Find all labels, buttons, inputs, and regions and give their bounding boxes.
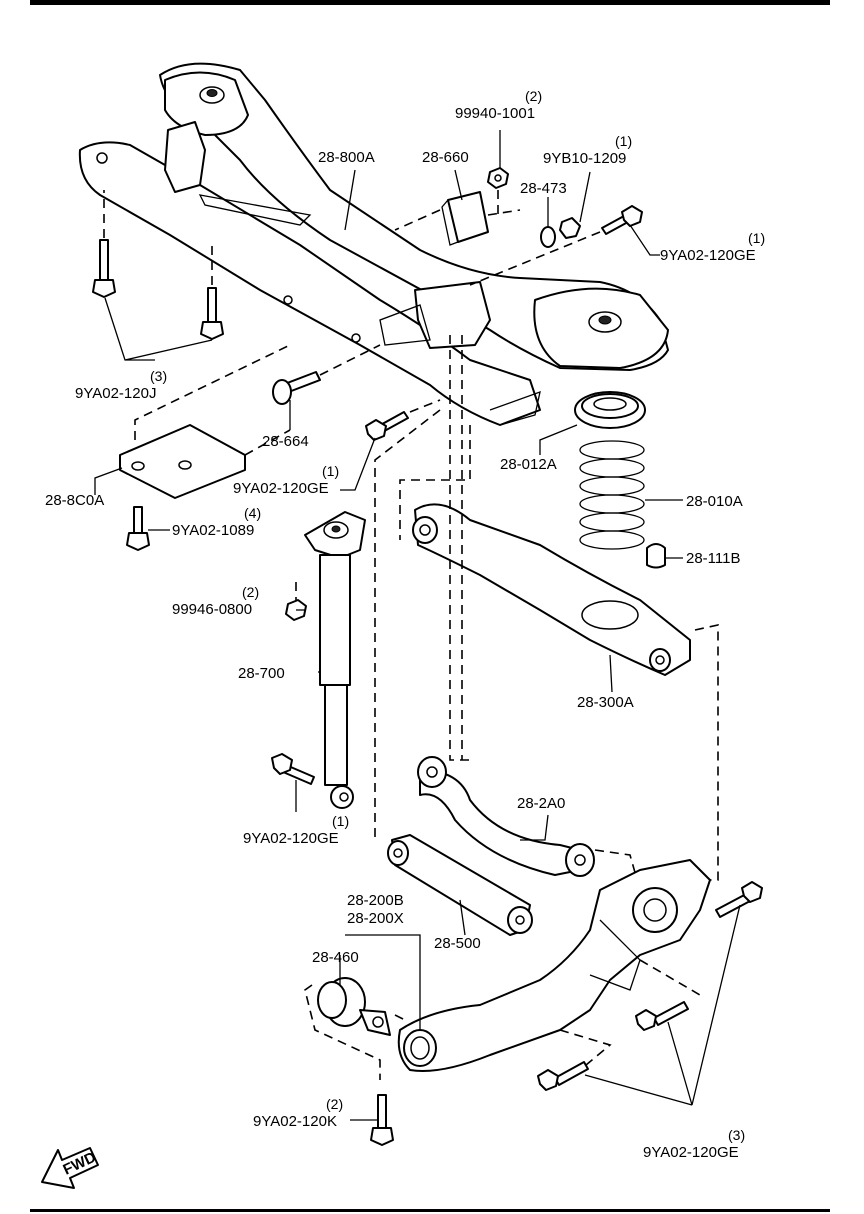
forward-direction-arrow: FWD <box>41 1147 99 1189</box>
part-number-label: 28-200B <box>347 892 404 909</box>
part-number-label: 9YB10-1209 <box>543 150 626 167</box>
part-number-label: 28-473 <box>520 180 567 197</box>
washer-28-473 <box>540 226 556 248</box>
bushing <box>304 977 406 1080</box>
part-number-label: 28-300A <box>577 694 634 711</box>
part-number-label: 28-111B <box>686 550 741 567</box>
part-quantity-label: (3) <box>150 368 167 384</box>
bolt-9ya02-120k <box>370 1094 394 1146</box>
part-number-label: 28-8C0A <box>45 492 104 509</box>
part-quantity-label: (2) <box>326 1096 343 1112</box>
plate-28-8c0a <box>119 344 291 499</box>
bolt-9ya02-1089 <box>126 506 150 551</box>
part-number-label: 9YA02-120GE <box>243 830 339 847</box>
bump-stop <box>646 543 666 569</box>
bolt-right-c <box>537 1061 589 1091</box>
trailing-arm <box>397 859 711 1072</box>
bottom-border <box>30 1209 830 1212</box>
part-quantity-label: (1) <box>748 230 765 246</box>
part-quantity-label: (2) <box>242 584 259 600</box>
spring-seat <box>574 391 646 429</box>
shock-absorber <box>295 511 366 809</box>
upper-arm <box>417 756 641 891</box>
part-number-label: 9YA02-1089 <box>172 522 254 539</box>
part-number-label: 28-700 <box>238 665 285 682</box>
part-number-label: 9YA02-120GE <box>233 480 329 497</box>
nut-99940-1001 <box>487 167 509 215</box>
part-number-label: 28-800A <box>318 149 375 166</box>
part-number-label: 28-660 <box>422 149 469 166</box>
part-number-label: 28-2A0 <box>517 795 565 812</box>
bolt-right-a <box>715 881 763 918</box>
lower-arm <box>412 503 719 881</box>
lateral-link <box>387 834 533 936</box>
part-number-label: 28-500 <box>434 935 481 952</box>
bolt-top-right <box>469 205 643 286</box>
bolt-mid-left <box>365 399 441 441</box>
part-number-label: 28-012A <box>500 456 557 473</box>
bolt-right-b <box>635 1001 689 1031</box>
part-number-label: 9YA02-120K <box>253 1113 337 1130</box>
part-number-label: 9YA02-120GE <box>643 1144 739 1161</box>
part-number-label: 28-460 <box>312 949 359 966</box>
bolt-28-664 <box>272 344 381 405</box>
part-quantity-label: (2) <box>525 88 542 104</box>
guide-line-a <box>449 335 475 761</box>
part-number-label: 99946-0800 <box>172 601 252 618</box>
leader-lines <box>94 130 741 1121</box>
part-number-label: 28-010A <box>686 493 743 510</box>
part-quantity-label: (1) <box>332 813 349 829</box>
coil-spring <box>579 440 645 550</box>
part-quantity-label: (1) <box>322 463 339 479</box>
top-border <box>30 0 830 5</box>
bolt-shock-lower <box>271 753 315 785</box>
part-number-label: 28-200X <box>347 910 404 927</box>
part-number-label: 9YA02-120J <box>75 385 156 402</box>
bolt-left-upper <box>92 190 116 298</box>
crossmember <box>78 62 669 426</box>
guide-line-c <box>374 409 441 840</box>
part-number-label: 99940-1001 <box>455 105 535 122</box>
nut-9yb10-1209 <box>559 217 581 239</box>
guide-line-d <box>399 425 471 540</box>
part-quantity-label: (1) <box>615 133 632 149</box>
part-quantity-label: (4) <box>244 505 261 521</box>
part-quantity-label: (3) <box>728 1127 745 1143</box>
part-number-label: 9YA02-120GE <box>660 247 756 264</box>
bracket-28-660 <box>394 191 521 246</box>
part-number-label: 28-664 <box>262 433 309 450</box>
bolt-left-lower <box>200 240 224 340</box>
